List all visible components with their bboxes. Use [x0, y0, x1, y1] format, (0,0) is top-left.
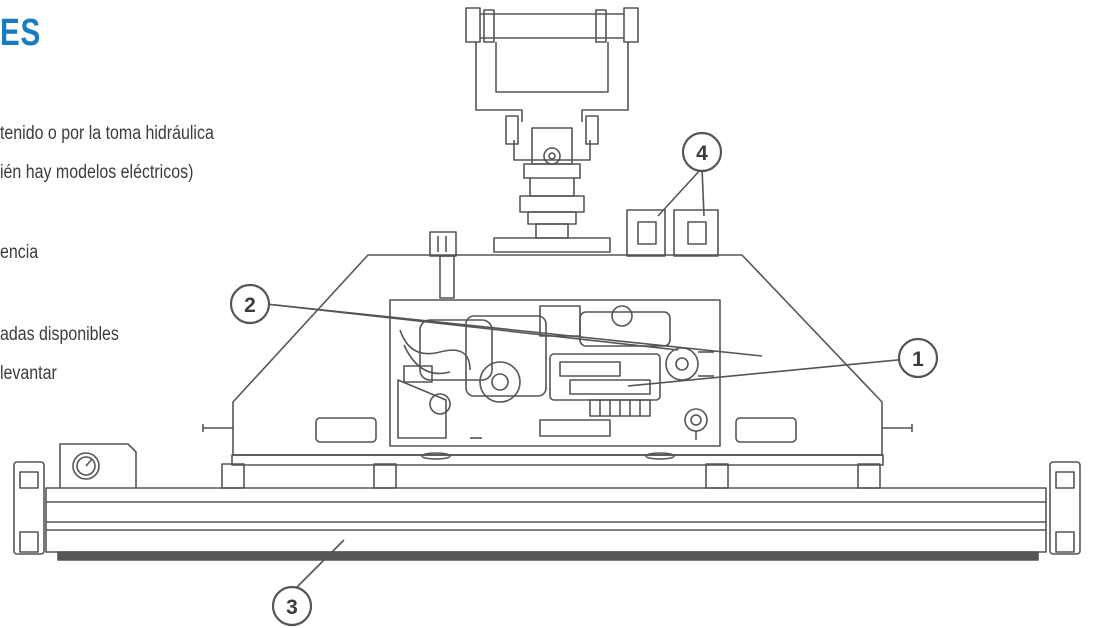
feature-text-3: encia [0, 242, 39, 263]
callout-leaders [265, 167, 919, 593]
feature-text-1: tenido o por la toma hidráulica [0, 123, 214, 144]
screed-bar [13, 443, 1081, 561]
callout-number-4: 4 [696, 142, 708, 165]
section-title: ES [0, 12, 42, 54]
callout-number-3: 3 [286, 596, 298, 619]
feature-text-2: ién hay modelos eléctricos) [0, 162, 194, 183]
feature-text-5: levantar [0, 363, 57, 384]
callout-number-2: 2 [244, 294, 256, 317]
callout-number-1: 1 [912, 348, 924, 371]
feature-text-4: adas disponibles [0, 324, 119, 345]
callout-markers [229, 131, 939, 627]
lifting-handle [465, 7, 639, 253]
